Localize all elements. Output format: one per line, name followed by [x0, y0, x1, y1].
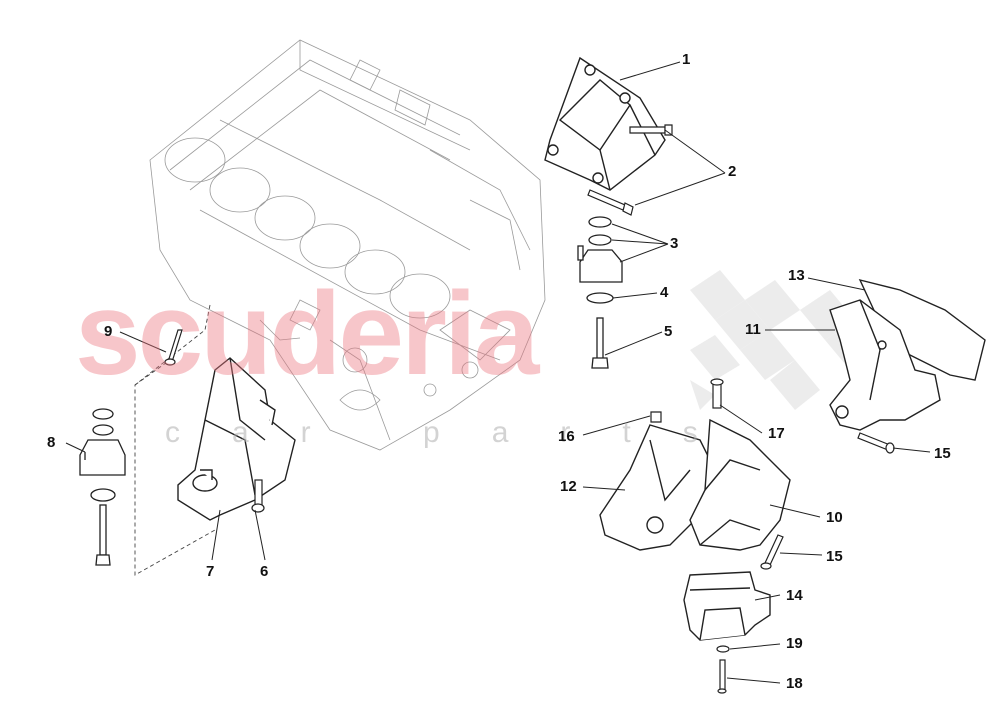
engine-mount-bracket-left [177, 357, 296, 521]
bolts-2 [587, 124, 673, 216]
watermark-subtitle: car parts [165, 416, 750, 449]
engine-block [149, 39, 546, 451]
callout-8: 8 [47, 434, 56, 451]
bolt-15-lower [760, 534, 784, 570]
callout-18: 18 [786, 675, 803, 692]
checkered-flag-watermark [690, 270, 880, 410]
callout-13: 13 [788, 267, 805, 284]
callout-15-upper: 15 [934, 445, 951, 462]
callout-2: 2 [728, 163, 737, 180]
callout-12: 12 [560, 478, 577, 495]
callout-11: 11 [745, 321, 761, 338]
callout-4: 4 [660, 284, 669, 301]
callout-15-lower: 15 [826, 548, 843, 565]
callout-3: 3 [670, 235, 679, 252]
engine-mount-14 [683, 571, 771, 641]
callout-7: 7 [206, 563, 215, 580]
callout-1: 1 [682, 51, 691, 68]
mount-stack-8 [79, 408, 126, 566]
mount-bracket-10 [689, 418, 791, 551]
bolt-9 [164, 329, 183, 366]
callout-5: 5 [664, 323, 673, 340]
callout-19: 19 [786, 635, 803, 652]
callout-6: 6 [260, 563, 269, 580]
callout-14: 14 [786, 587, 803, 604]
watermark-brand: scuderia [75, 268, 539, 400]
bolts-16-17 [650, 378, 724, 423]
mount-stack-3 [577, 216, 623, 369]
callout-16: 16 [558, 428, 575, 445]
mount-bracket-12 [599, 424, 716, 551]
bolt-15-upper [857, 432, 895, 454]
callout-10: 10 [826, 509, 843, 526]
guide-lines [134, 304, 216, 576]
washer-19-screw-18 [716, 645, 730, 694]
engine-mount-top-bracket [544, 56, 666, 191]
leader-lines [65, 61, 931, 684]
callout-9: 9 [104, 323, 113, 340]
engine-mount-bracket-right [829, 278, 986, 431]
callout-17: 17 [768, 425, 785, 442]
